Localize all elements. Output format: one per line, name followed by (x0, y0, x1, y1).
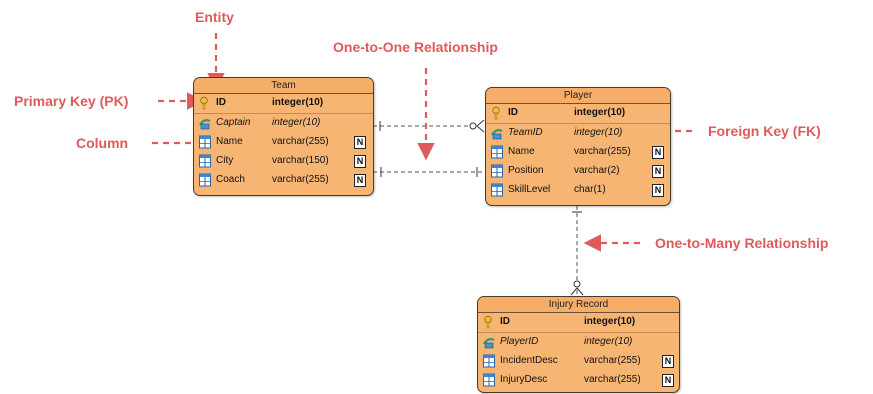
nullable-flag: N (652, 184, 664, 197)
column-row[interactable]: SkillLevel char(1) N (486, 181, 670, 200)
nullable-flag: N (662, 355, 674, 368)
column-name: Name (216, 136, 243, 147)
column-type: integer(10) (272, 97, 324, 108)
entity-injury-record[interactable]: Injury Record ID integer(10) PlayerID integ… (477, 296, 680, 393)
crowfoot-marker (576, 287, 584, 296)
column-row[interactable]: City varchar(150) N (194, 152, 373, 171)
column-row[interactable]: Captain integer(10) (194, 113, 373, 133)
zero-marker (573, 280, 581, 288)
nullable-flag: N (652, 146, 664, 159)
nullable-flag: N (652, 165, 664, 178)
column-icon (490, 145, 504, 159)
crowfoot-marker (570, 287, 578, 296)
column-row[interactable]: Position varchar(2) N (486, 162, 670, 181)
column-name: ID (508, 107, 518, 118)
column-name: IncidentDesc (500, 355, 558, 366)
entity-title: Team (194, 78, 373, 94)
zero-marker (469, 122, 477, 130)
column-name: Captain (216, 117, 251, 128)
column-icon (490, 164, 504, 178)
entity-title: Injury Record (478, 297, 679, 313)
column-name: SkillLevel (508, 184, 551, 195)
column-row[interactable]: ID integer(10) (486, 104, 670, 123)
column-list: ID integer(10) Captain integer(10) Name varch… (194, 94, 373, 190)
column-type: varchar(2) (574, 165, 620, 176)
column-icon (198, 154, 212, 168)
entity-title: Player (486, 88, 670, 104)
crowfoot-marker (476, 125, 485, 133)
column-row[interactable]: Coach varchar(255) N (194, 171, 373, 190)
annotation-foreign-key: Foreign Key (FK) (708, 123, 821, 139)
column-list: ID integer(10) TeamID integer(10) Name varcha… (486, 104, 670, 200)
column-icon (198, 135, 212, 149)
column-row[interactable]: Name varchar(255) N (194, 133, 373, 152)
column-row[interactable]: PlayerID integer(10) (478, 332, 679, 352)
column-name: Position (508, 165, 544, 176)
nullable-flag: N (354, 174, 366, 187)
annotation-entity: Entity (195, 9, 234, 25)
annotation-one-to-many: One-to-Many Relationship (655, 235, 829, 251)
column-row[interactable]: InjuryDesc varchar(255) N (478, 371, 679, 390)
foreign-key-icon (490, 126, 504, 140)
annotation-column: Column (76, 135, 129, 151)
column-name: ID (216, 97, 226, 108)
foreign-key-icon (482, 335, 496, 349)
column-row[interactable]: ID integer(10) (194, 94, 373, 113)
column-type: varchar(150) (272, 155, 329, 166)
column-icon (482, 354, 496, 368)
column-type: integer(10) (584, 316, 636, 327)
column-type: varchar(255) (272, 174, 329, 185)
nullable-flag: N (354, 155, 366, 168)
entity-player[interactable]: Player ID integer(10) TeamID integer(10) Nam… (485, 87, 671, 206)
column-list: ID integer(10) PlayerID integer(10) Incident… (478, 313, 679, 390)
column-type: varchar(255) (272, 136, 329, 147)
column-type: char(1) (574, 184, 606, 195)
column-icon (198, 173, 212, 187)
column-type: varchar(255) (574, 146, 631, 157)
crowfoot-marker (476, 119, 485, 127)
column-name: InjuryDesc (500, 374, 548, 385)
annotation-primary-key: Primary Key (PK) (14, 93, 129, 109)
column-type: varchar(255) (584, 355, 641, 366)
column-type: varchar(255) (584, 374, 641, 385)
column-row[interactable]: Name varchar(255) N (486, 143, 670, 162)
column-type: integer(10) (574, 107, 626, 118)
column-type: integer(10) (272, 117, 321, 128)
annotation-one-to-one: One-to-One Relationship (333, 39, 498, 55)
column-type: integer(10) (574, 127, 623, 138)
column-row[interactable]: ID integer(10) (478, 313, 679, 332)
column-name: Name (508, 146, 535, 157)
column-name: City (216, 155, 234, 166)
nullable-flag: N (662, 374, 674, 387)
nullable-flag: N (354, 136, 366, 149)
entity-team[interactable]: Team ID integer(10) Captain integer(10) Name… (193, 77, 374, 196)
primary-key-icon (482, 315, 496, 329)
column-row[interactable]: TeamID integer(10) (486, 123, 670, 143)
column-name: Coach (216, 174, 245, 185)
primary-key-icon (490, 106, 504, 120)
column-type: integer(10) (584, 336, 633, 347)
foreign-key-icon (198, 116, 212, 130)
column-row[interactable]: IncidentDesc varchar(255) N (478, 352, 679, 371)
column-icon (482, 373, 496, 387)
column-name: PlayerID (500, 336, 539, 347)
column-icon (490, 183, 504, 197)
primary-key-icon (198, 96, 212, 110)
column-name: ID (500, 316, 510, 327)
column-name: TeamID (508, 127, 543, 138)
